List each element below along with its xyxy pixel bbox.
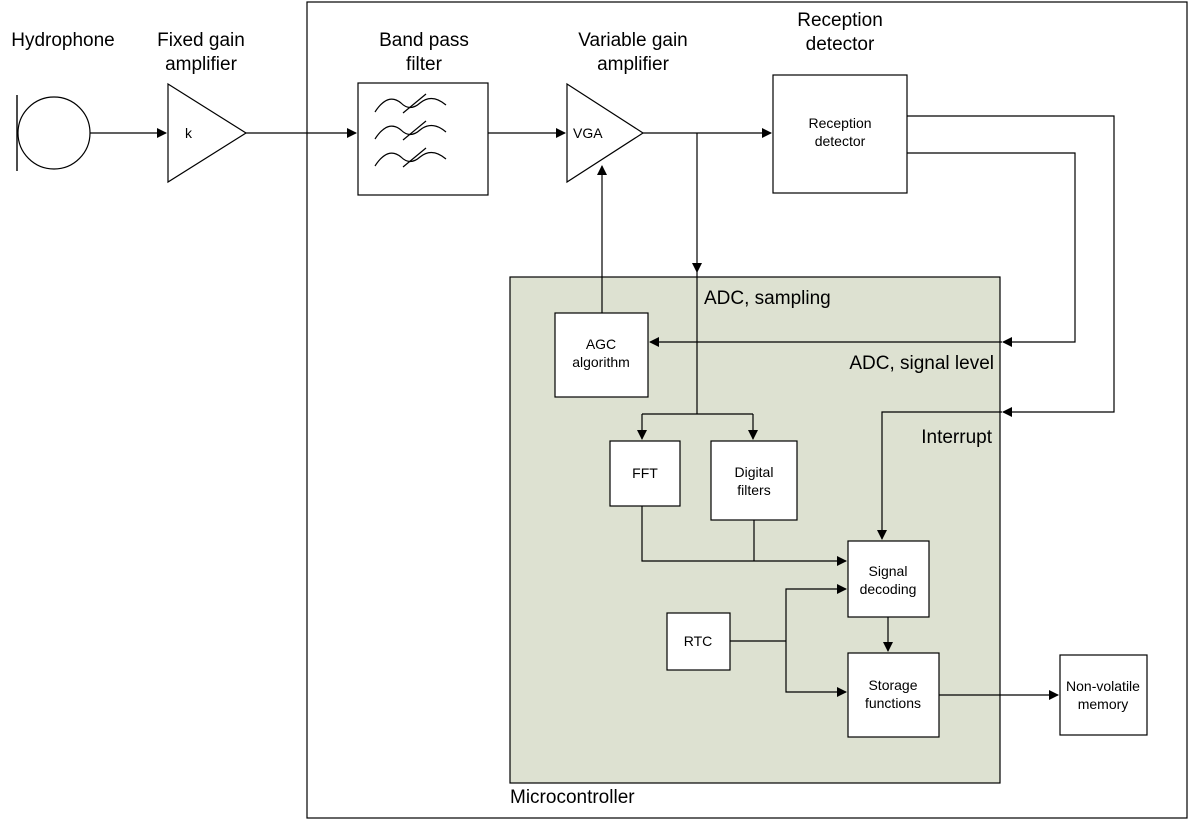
interrupt-label: Interrupt	[921, 427, 992, 448]
storage-line1: Storage	[868, 677, 917, 693]
storage-line2: functions	[865, 695, 921, 711]
vga-amplifier: VGA	[566, 82, 645, 184]
digital-filters-line2: filters	[737, 482, 770, 498]
nonvol-line2: memory	[1078, 696, 1129, 712]
agc-algorithm-block: AGC algorithm	[554, 312, 649, 398]
microcontroller-label: Microcontroller	[510, 787, 635, 808]
bandpass-filter-icon	[374, 93, 447, 168]
signal-decoding-line2: decoding	[860, 581, 917, 597]
reception-label-line1: Reception	[797, 10, 883, 31]
nonvol-line1: Non-volatile	[1066, 678, 1140, 694]
reception-block-line1: Reception	[808, 115, 871, 131]
amp-k-text: k	[185, 125, 193, 141]
variable-gain-label-line2: amplifier	[597, 54, 669, 75]
non-volatile-memory-block: Non-volatile memory	[1059, 654, 1148, 736]
agc-line2: algorithm	[572, 354, 630, 370]
agc-line1: AGC	[586, 336, 616, 352]
wire-rtc-to-decoding	[785, 584, 847, 641]
storage-functions-block: Storage functions	[847, 652, 940, 738]
hydrophone-symbol	[16, 95, 91, 171]
adc-signal-level-label: ADC, signal level	[849, 353, 994, 374]
wire-rtc-to-storage	[785, 641, 847, 697]
bandpass-filter	[357, 82, 489, 196]
signal-decoding-line1: Signal	[869, 563, 908, 579]
bandpass-label-line1: Band pass	[379, 30, 469, 51]
adc-sampling-label: ADC, sampling	[704, 288, 831, 309]
reception-detector-block: Reception detector	[772, 74, 908, 194]
variable-gain-label-line1: Variable gain	[578, 30, 688, 51]
reception-label-line2: detector	[806, 34, 875, 55]
digital-filters-block: Digital filters	[710, 440, 798, 521]
fixed-gain-amplifier: k	[167, 82, 248, 184]
wire-reception-to-signal-level	[907, 152, 1076, 347]
hydrophone-label: Hydrophone	[11, 30, 115, 51]
fft-text: FFT	[632, 465, 658, 481]
rtc-block: RTC	[666, 612, 731, 671]
wire-fft-to-decoding	[641, 506, 847, 566]
fft-block: FFT	[609, 440, 681, 507]
reception-block-line2: detector	[815, 133, 866, 149]
wire-reception-to-interrupt	[907, 115, 1115, 417]
fixed-gain-label-line1: Fixed gain	[157, 30, 245, 51]
wire-interrupt-to-decoding	[877, 411, 1002, 540]
signal-decoding-block: Signal decoding	[847, 540, 930, 618]
digital-filters-line1: Digital	[735, 464, 774, 480]
rtc-text: RTC	[684, 633, 713, 649]
bandpass-label-line2: filter	[406, 54, 443, 75]
vga-text: VGA	[573, 125, 603, 141]
fixed-gain-label-line2: amplifier	[165, 54, 237, 75]
